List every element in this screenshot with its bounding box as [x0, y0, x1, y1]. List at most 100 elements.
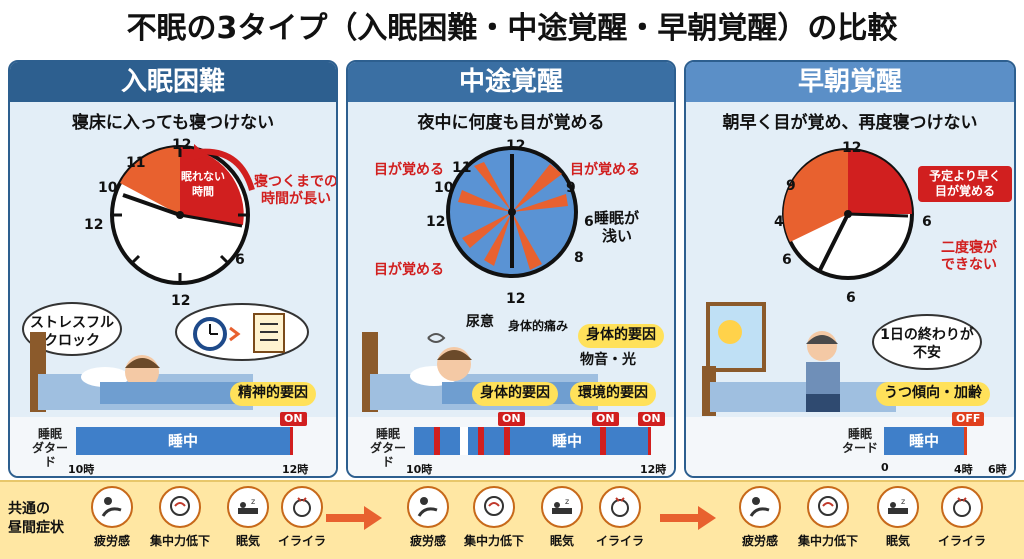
- wake-stripe: [504, 427, 510, 455]
- sleep-icon: z: [227, 486, 269, 528]
- brain-icon: [159, 486, 201, 528]
- factor-tag: 環境的要因: [570, 382, 656, 406]
- common-label-line-1: 共通の: [8, 501, 50, 517]
- sleep-bar: 睡中: [76, 427, 290, 455]
- early-box-line-2: 目が覚める: [934, 184, 995, 198]
- timeline-end: 6時: [988, 463, 1007, 476]
- on-badge: ON: [280, 412, 307, 426]
- no-sleep-line-1: 二度寝が: [941, 240, 997, 256]
- fatigue-icon: [91, 486, 133, 528]
- symptom-label: 集中力低下: [797, 534, 858, 548]
- clock-number: 12: [171, 293, 191, 309]
- fatigue-icon: [407, 486, 449, 528]
- thought-line-2: 不安: [913, 345, 941, 361]
- early-wake-box: 予定より早く 目が覚める: [918, 166, 1012, 202]
- symptom-label: 眠気: [235, 534, 260, 548]
- symptom-fatigue: 疲労感: [392, 486, 464, 549]
- wake-stripe: [434, 427, 440, 455]
- sleep-bar: 睡中: [414, 427, 650, 455]
- fatigue-icon: [739, 486, 781, 528]
- timeline-label-1: 睡眠: [375, 427, 400, 441]
- factor-tag: 身体的要因: [578, 324, 664, 348]
- clock-number: 6: [584, 214, 594, 230]
- wake-stripe: [600, 427, 606, 455]
- clock-label-2: 時間: [192, 184, 214, 198]
- thought-bubble: 1日の終わりが 不安: [872, 314, 982, 370]
- svg-text:z: z: [251, 497, 255, 506]
- sun-window-icon: [706, 302, 766, 372]
- annotation-line-1: 寝つくまでの: [254, 174, 338, 190]
- common-symptoms-label: 共通の 昼間症状: [8, 500, 64, 538]
- sleep-timeline: 睡眠 ダタード 睡中 ON 10時 12時: [10, 412, 336, 476]
- panel-subtitle: 朝早く目が覚め、再度寝つけない: [722, 113, 978, 133]
- page-title: 不眠の3タイプ（入眠困難・中途覚醒・早朝覚醒）の比較: [126, 11, 898, 46]
- clock-number: 6: [846, 290, 856, 306]
- svg-text:z: z: [901, 497, 905, 506]
- off-badge: OFF: [952, 412, 985, 426]
- clock-middle: [446, 146, 578, 278]
- clock-early: [782, 148, 914, 280]
- clock-number: 12: [84, 217, 104, 233]
- irritation-icon: [599, 486, 641, 528]
- common-label-line-2: 昼間症状: [8, 520, 64, 536]
- clock-number: 6: [922, 214, 932, 230]
- wake-stripe: [648, 427, 651, 455]
- wake-stripe: [478, 427, 484, 455]
- symptom-label: 眠気: [885, 534, 910, 548]
- on-badge: ON: [498, 412, 525, 426]
- clock-label-1: 眠れない: [181, 170, 225, 183]
- symptom-irritation: イライラ: [266, 486, 338, 549]
- symptom-label: 集中力低下: [463, 534, 524, 548]
- panel-header: 入眠困難: [10, 62, 336, 102]
- wake-stripe: [460, 427, 468, 455]
- wake-marker: [964, 427, 967, 455]
- symptom-label: 集中力低下: [149, 534, 210, 548]
- clock-number: 11: [452, 160, 472, 176]
- clock-number: 12: [842, 140, 862, 156]
- panel-subtitle: 寝床に入っても寝つけない: [71, 113, 275, 133]
- symptom-label: 疲労感: [93, 534, 130, 548]
- label-urination: 尿意: [466, 314, 494, 330]
- symptom-irritation: イライラ: [926, 486, 998, 549]
- panel-early-waking: 早朝覚醒 朝早く目が覚め、再度寝つけない 12 9 4 6 6 6 予定より早く…: [684, 60, 1016, 478]
- symptom-sleepy: z 眠気: [212, 486, 284, 549]
- brain-icon: [473, 486, 515, 528]
- panel-header: 早朝覚醒: [686, 62, 1014, 102]
- sleep-icon: z: [877, 486, 919, 528]
- thought-bubble: ストレスフル クロック: [22, 302, 122, 356]
- symptom-focus: 集中力低下: [458, 486, 530, 549]
- factor-tag: 精神的要因: [230, 382, 316, 406]
- timeline-label-1: 睡眠: [847, 427, 872, 441]
- no-sleep-line-2: できない: [941, 257, 997, 273]
- brain-icon: [807, 486, 849, 528]
- panel-middle-waking: 中途覚醒 夜中に何度も目が覚める 12 11 10 12 6 9 8 12 目が…: [346, 60, 676, 478]
- arrow-icon: [194, 144, 255, 191]
- on-badge: ON: [592, 412, 619, 426]
- svg-text:z: z: [565, 497, 569, 506]
- thought-line-1: 1日の終わりが: [880, 327, 974, 343]
- panel-subtitle: 夜中に何度も目が覚める: [417, 113, 605, 133]
- arrow-right-icon: [326, 506, 382, 530]
- shallow-line-2: 浅い: [602, 227, 633, 245]
- panel-insomnia-onset: 入眠困難 寝床に入っても寝つけない 眠れない 時間 11 10 12 12 6 …: [8, 60, 338, 478]
- label-pain: 身体的痛み: [508, 319, 569, 333]
- timeline-end: 12時: [282, 463, 309, 476]
- timeline-label-2: タード: [841, 441, 878, 455]
- sleep-icon: z: [541, 486, 583, 528]
- clock-number: 11: [126, 155, 146, 171]
- clock-number: 12: [172, 137, 192, 153]
- timeline-start: 0: [881, 461, 889, 474]
- wake-marker: [290, 427, 293, 455]
- thought-line-1: ストレスフル: [30, 315, 114, 331]
- early-box-line-1: 予定より早く: [929, 169, 1001, 183]
- factor-tag: 身体的要因: [472, 382, 558, 406]
- bed-illustration: [30, 332, 253, 412]
- symptom-focus: 集中力低下: [144, 486, 216, 549]
- symptom-label: イライラ: [937, 534, 986, 548]
- arrow-right-icon: [660, 506, 716, 530]
- symptom-focus: 集中力低下: [792, 486, 864, 549]
- symptom-fatigue: 疲労感: [724, 486, 796, 549]
- panel-header: 中途覚醒: [348, 62, 674, 102]
- sleep-bar: 睡中: [884, 427, 964, 455]
- symptom-sleepy: z 眠気: [862, 486, 934, 549]
